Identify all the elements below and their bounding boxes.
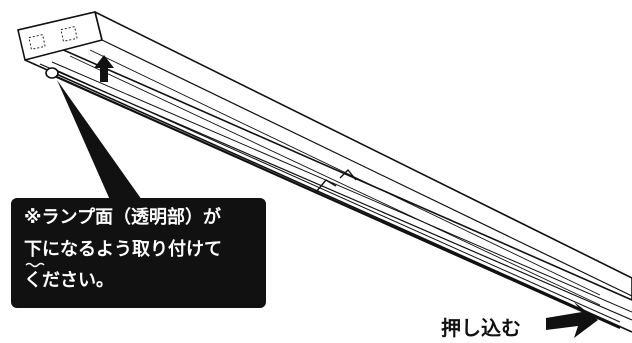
- lamp-clip: [315, 169, 357, 193]
- callout-line-2: 下になるよう取り付けて: [24, 238, 222, 262]
- callout-line-2-rest: になるよう取り付けて: [42, 239, 222, 260]
- fixture-body: [17, 11, 632, 333]
- callout-pointer: [57, 80, 142, 200]
- callout-line-3: ください。: [24, 270, 114, 291]
- callout-line-1: ※ランプ面（透明部）が: [24, 207, 221, 228]
- push-arrow-icon: [546, 302, 598, 338]
- emphasis-wave: [25, 262, 45, 268]
- up-arrow-icon: [94, 55, 114, 82]
- callout-box: [11, 198, 266, 308]
- callout-emphasis: 下: [24, 239, 42, 260]
- push-label: 押し込む: [441, 316, 521, 340]
- lamp-socket-left: [45, 67, 59, 79]
